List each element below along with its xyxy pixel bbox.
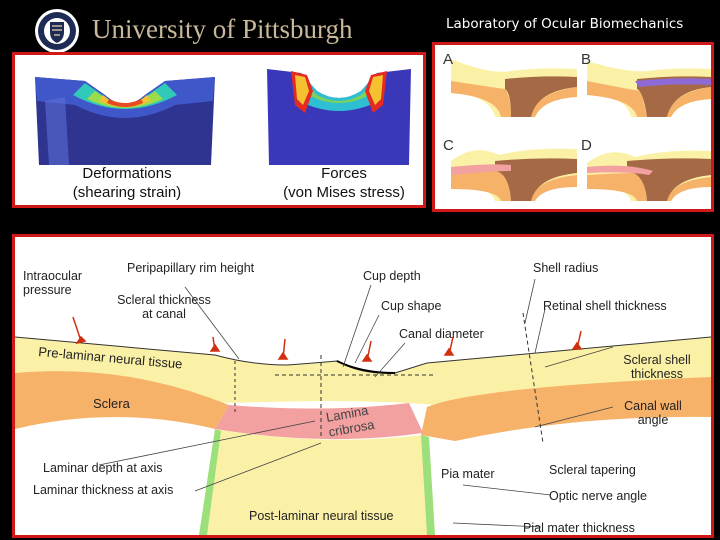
- label-scleral-shell-thickness-line2: thickness: [630, 367, 684, 382]
- label-canal-diameter: Canal diameter: [399, 327, 484, 341]
- label-cup-shape: Cup shape: [381, 299, 442, 313]
- label-scleral-shell-thickness-line1: Scleral shell: [623, 353, 691, 367]
- variant-a-diagram: [451, 59, 577, 117]
- label-laminar-thickness: Laminar thickness at axis: [33, 483, 174, 497]
- pressure-arrows: [72, 316, 583, 362]
- postlaminar-tissue-shape: [205, 429, 435, 535]
- pia-mater-left: [199, 429, 221, 535]
- label-canal-wall-angle: Canal wall angle: [613, 399, 693, 428]
- label-peripapillary-rim-height: Peripapillary rim height: [127, 261, 255, 275]
- deformations-caption-line2: (shearing strain): [72, 183, 182, 201]
- lamina-shape: [215, 403, 423, 440]
- deformation-plot: [35, 77, 215, 165]
- leader-lines: [98, 278, 614, 528]
- label-scleral-thickness-canal-line1: Scleral thickness: [117, 293, 211, 307]
- label-pia-mater: Pia mater: [441, 467, 495, 481]
- lab-title: Laboratory of Ocular Biomechanics: [446, 16, 684, 32]
- geometry-variants-panel: A B C D: [432, 42, 714, 212]
- pia-mater-right: [421, 435, 435, 535]
- label-scleral-thickness-canal-line2: at canal: [142, 307, 186, 322]
- sclera-shape: [15, 371, 229, 429]
- deformations-caption-line1: Deformations: [82, 165, 172, 182]
- label-retinal-shell-thickness: Retinal shell thickness: [543, 299, 667, 313]
- variant-b-diagram: [587, 61, 711, 117]
- label-cup-depth: Cup depth: [363, 269, 421, 283]
- label-optic-nerve-angle: Optic nerve angle: [549, 489, 647, 503]
- label-sclera: Sclera: [93, 396, 130, 411]
- label-intraocular-pressure: Intraocular pressure: [23, 269, 82, 298]
- university-name: University of Pittsburgh: [92, 14, 353, 44]
- forces-caption-line1: Forces: [321, 165, 367, 182]
- label-laminar-depth: Laminar depth at axis: [43, 461, 163, 475]
- fem-results-panel: Deformations (shearing strain) Forces (v…: [12, 52, 426, 208]
- onh-schematic-panel: Intraocular pressure Peripapillary rim h…: [12, 234, 714, 538]
- variant-d-diagram: [587, 150, 711, 201]
- label-intraocular-pressure-line2: pressure: [23, 283, 72, 298]
- variant-label-b: B: [581, 51, 592, 68]
- onh-cross-section: [15, 278, 711, 535]
- forces-caption: Forces (von Mises stress): [267, 165, 421, 203]
- label-intraocular-pressure-line1: Intraocular: [23, 269, 83, 283]
- variant-label-c: C: [443, 137, 454, 154]
- variant-c-diagram: [451, 148, 577, 201]
- label-scleral-thickness-canal: Scleral thickness at canal: [99, 293, 229, 322]
- label-canal-wall-angle-line2: angle: [637, 413, 669, 428]
- university-seal: [34, 8, 80, 54]
- stress-plot: [267, 69, 411, 165]
- label-scleral-tapering: Scleral tapering: [549, 463, 636, 477]
- variant-label-d: D: [581, 137, 592, 154]
- label-pial-mater-thickness: Pial mater thickness: [523, 521, 635, 535]
- deformations-caption: Deformations (shearing strain): [47, 165, 207, 203]
- label-shell-radius: Shell radius: [533, 261, 599, 275]
- label-scleral-shell-thickness: Scleral shell thickness: [611, 353, 703, 382]
- variant-label-a: A: [443, 51, 454, 68]
- label-canal-wall-angle-line1: Canal wall: [624, 399, 682, 413]
- forces-caption-line2: (von Mises stress): [283, 183, 405, 201]
- label-postlaminar-tissue: Post-laminar neural tissue: [249, 509, 394, 523]
